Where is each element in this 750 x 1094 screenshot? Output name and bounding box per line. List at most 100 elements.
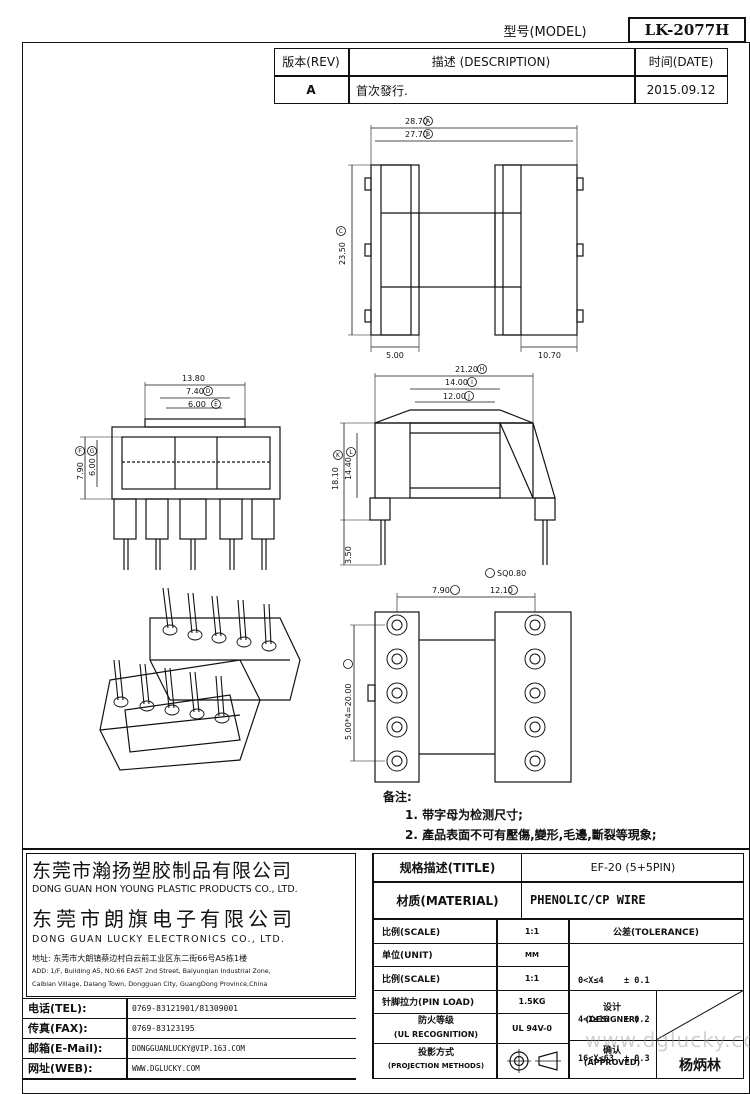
approved-label-en: (APPROVED): [583, 1058, 641, 1067]
front-view: [80, 382, 281, 570]
mark-h: H: [480, 366, 485, 373]
pinload-label: 针脚拉力(PIN LOAD): [382, 998, 475, 1008]
spec-hline-f: [568, 943, 744, 944]
rev-divider-v2: [634, 48, 636, 104]
mark-b: B: [426, 131, 430, 138]
dim-27-70: 27.70: [405, 130, 428, 139]
title-label: 规格描述(TITLE): [374, 853, 522, 881]
email-value[interactable]: DONGGUANLUCKY@VIP.163.COM: [132, 1043, 245, 1053]
designer-slash: [656, 990, 744, 1040]
web-label: 网址(WEB):: [28, 1062, 93, 1075]
address-en-1: ADD: 1/F, Building A5, NO.66 EAST 2nd St…: [32, 967, 271, 975]
unit-value: MM: [525, 950, 539, 959]
mark-g: G: [90, 448, 95, 455]
projection-label-en: (PROJECTION METHODS): [387, 1062, 485, 1070]
rev-label: 版本(REV): [282, 55, 340, 69]
model-label: 型号(MODEL): [503, 24, 587, 40]
spec-hline-g: [568, 1040, 744, 1041]
mark-e: E: [214, 401, 218, 408]
fire-label: 防火等级 (UL RECOGNITION): [376, 1014, 496, 1044]
title-value: EF-20 (5+5PIN): [590, 860, 676, 874]
spec-vline-c: [656, 990, 657, 1079]
unit-label: 单位(UNIT): [382, 951, 433, 961]
designer-label-cn: 设计: [602, 1003, 621, 1013]
spec-line-1: [372, 881, 744, 883]
mark-k: K: [336, 452, 341, 459]
dim-12-00: 12.00: [443, 392, 466, 401]
technical-drawing: A B C D E F G H I J K L 28.70 27.70 23.5…: [75, 116, 584, 783]
scale2-value: 1:1: [524, 973, 540, 983]
contact-row-line-1: [22, 1018, 356, 1019]
rev-divider-h: [274, 75, 728, 77]
company-box: [26, 853, 356, 997]
model-value: LK-2077H: [628, 17, 746, 43]
tolerance-3: 16<X≤63 ± 0.3: [578, 1054, 650, 1064]
mark-a: A: [426, 118, 431, 125]
material-label: 材质(MATERIAL): [374, 882, 522, 918]
contact-row-line-2: [22, 1038, 356, 1039]
dim-sq0-80: SQ0.80: [497, 569, 526, 578]
address-en-2: Caibian Village, Dalang Town, Dongguan C…: [32, 980, 268, 988]
company-cn-1: 东莞市瀚扬塑胶制品有限公司: [32, 860, 293, 882]
spec-line-2: [372, 918, 744, 920]
title-block-top-line: [22, 848, 750, 850]
note-2: 2. 產品表面不可有壓傷,變形,毛邊,斷裂等現象;: [405, 828, 657, 842]
desc-value: 首次發行.: [356, 83, 408, 98]
note-1: 1. 带字母为检测尺寸;: [405, 808, 523, 822]
dim-13-80: 13.80: [182, 374, 205, 383]
tolerance-2: 4<X≤16 ± 0.2: [578, 1015, 650, 1025]
address-cn: 地址: 东莞市大朗镇蔡边村白云前工业区东二街66号A5栋1楼: [32, 954, 248, 963]
fire-value: UL 94V-0: [511, 1024, 552, 1033]
approved-label: 确认 (APPROVED): [568, 1045, 656, 1069]
dim-14-40: 14.40: [344, 457, 353, 480]
side-view: [340, 373, 556, 566]
spec-hline-b: [372, 966, 568, 967]
watermark: www.dglucky.com: [585, 1028, 750, 1052]
dim-21-20: 21.20: [455, 365, 478, 374]
dim-12-10: 12.10: [490, 586, 513, 595]
mark-j: J: [467, 393, 470, 400]
bottom-view: [350, 593, 572, 783]
designer-label-en: (DESIGNER): [585, 1015, 639, 1024]
dim-28-70: 28.70: [405, 117, 428, 126]
scale-value: 1:1: [524, 927, 540, 936]
mark-d: D: [206, 388, 211, 395]
email-label: 邮箱(E-Mail):: [28, 1042, 103, 1055]
isometric-view: [99, 587, 301, 771]
dim-6-00-left: 6.00: [88, 458, 97, 476]
dim-14-00: 14.00: [445, 378, 468, 387]
web-value[interactable]: WWW.DGLUCKY.COM: [132, 1063, 200, 1073]
material-value: PHENOLIC/CP WIRE: [530, 893, 646, 907]
date-label: 时间(DATE): [648, 55, 714, 69]
spec-hline-d: [372, 1013, 568, 1014]
dim-7-40: 7.40: [186, 387, 204, 396]
tel-value: 0769-83121901/81309001: [132, 1003, 238, 1013]
dim-23-50: 23.50: [338, 242, 347, 265]
dim-3-50: 3.50: [344, 546, 353, 564]
tolerance-1: 0<X≤4 ± 0.1: [578, 976, 650, 986]
rev-divider-v1: [348, 48, 350, 104]
approved-value: 杨炳林: [679, 1057, 721, 1074]
dim-pin-pitch: 5.00*4=20.00: [344, 683, 353, 740]
mark-c: C: [339, 228, 343, 235]
projection-label: 投影方式 (PROJECTION METHODS): [376, 1045, 496, 1080]
spec-vline-a: [496, 920, 498, 1079]
dim-5-00: 5.00: [386, 351, 404, 360]
spec-hline-a: [372, 943, 568, 944]
contact-row-line-3: [22, 1058, 356, 1059]
tolerance-label: 公差(TOLERANCE): [612, 928, 700, 938]
tel-label: 电话(TEL):: [28, 1002, 87, 1015]
projection-label-cn: 投影方式: [417, 1048, 454, 1058]
date-value: 2015.09.12: [646, 83, 716, 97]
desc-label: 描述 (DESCRIPTION): [431, 55, 551, 69]
fire-label-en: (UL RECOGNITION): [393, 1030, 479, 1039]
mark-l: L: [349, 449, 353, 456]
designer-label: 设计 (DESIGNER): [568, 1002, 656, 1026]
dim-7-90-bottom: 7.90: [432, 586, 450, 595]
dim-6-00-top: 6.00: [188, 400, 206, 409]
contact-row-line-4: [22, 1078, 356, 1080]
notes-title: 备注:: [383, 790, 412, 804]
fax-value: 0769-83123195: [132, 1023, 195, 1033]
dim-18-10: 18.10: [331, 467, 340, 490]
tolerance-list: 0<X≤4 ± 0.1 4<X≤16 ± 0.2 16<X≤63 ± 0.3: [578, 949, 742, 1079]
